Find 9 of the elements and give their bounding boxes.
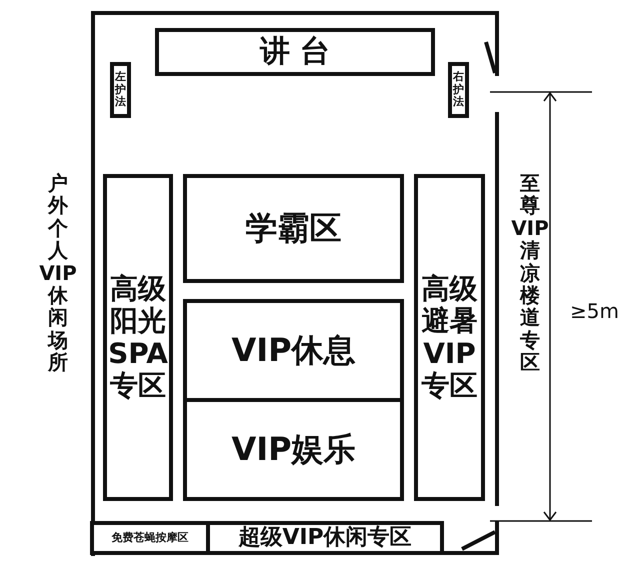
side-box: 左护法 (110, 62, 131, 118)
side-box: 右护法 (448, 62, 469, 118)
vertical-label: 至尊VIP清凉楼道专区 (510, 172, 550, 374)
zone-box: 高级阳光SPA专区 (103, 174, 173, 501)
dimension-label: ≥5m (570, 300, 619, 322)
zone-box: 高级避暑VIP专区 (414, 174, 485, 501)
vertical-label: 户外个人VIP休闲场所 (38, 172, 78, 374)
stage-box: 讲 台 (155, 28, 435, 76)
zone-box: 学霸区 (183, 174, 404, 283)
